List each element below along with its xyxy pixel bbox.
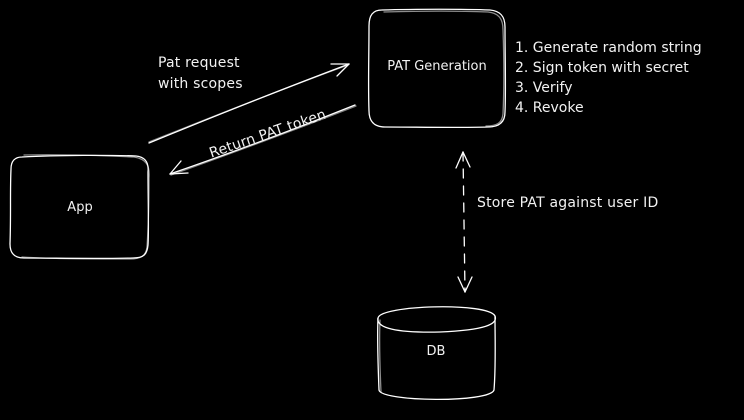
steps-list: 1. Generate random string 2. Sign token … <box>515 38 702 118</box>
pat-generation-box <box>367 8 507 129</box>
pat-generation-label: PAT Generation <box>387 59 487 74</box>
step-item: 4. Revoke <box>515 100 584 116</box>
step-item: 1. Generate random string <box>515 40 702 56</box>
pat-request-label-line1: Pat request <box>158 55 240 71</box>
step-item: 2. Sign token with secret <box>515 60 689 76</box>
app-box <box>9 154 150 260</box>
step-item: 3. Verify <box>515 80 573 96</box>
store-label: Store PAT against user ID <box>477 195 659 211</box>
app-label: App <box>67 200 93 215</box>
pat-request-label-line2: with scopes <box>158 76 243 92</box>
return-token-arrow <box>169 104 357 176</box>
pat-request-arrow <box>148 63 350 144</box>
store-arrow <box>455 151 473 293</box>
db-cylinder <box>376 306 497 401</box>
db-label: DB <box>426 344 446 359</box>
